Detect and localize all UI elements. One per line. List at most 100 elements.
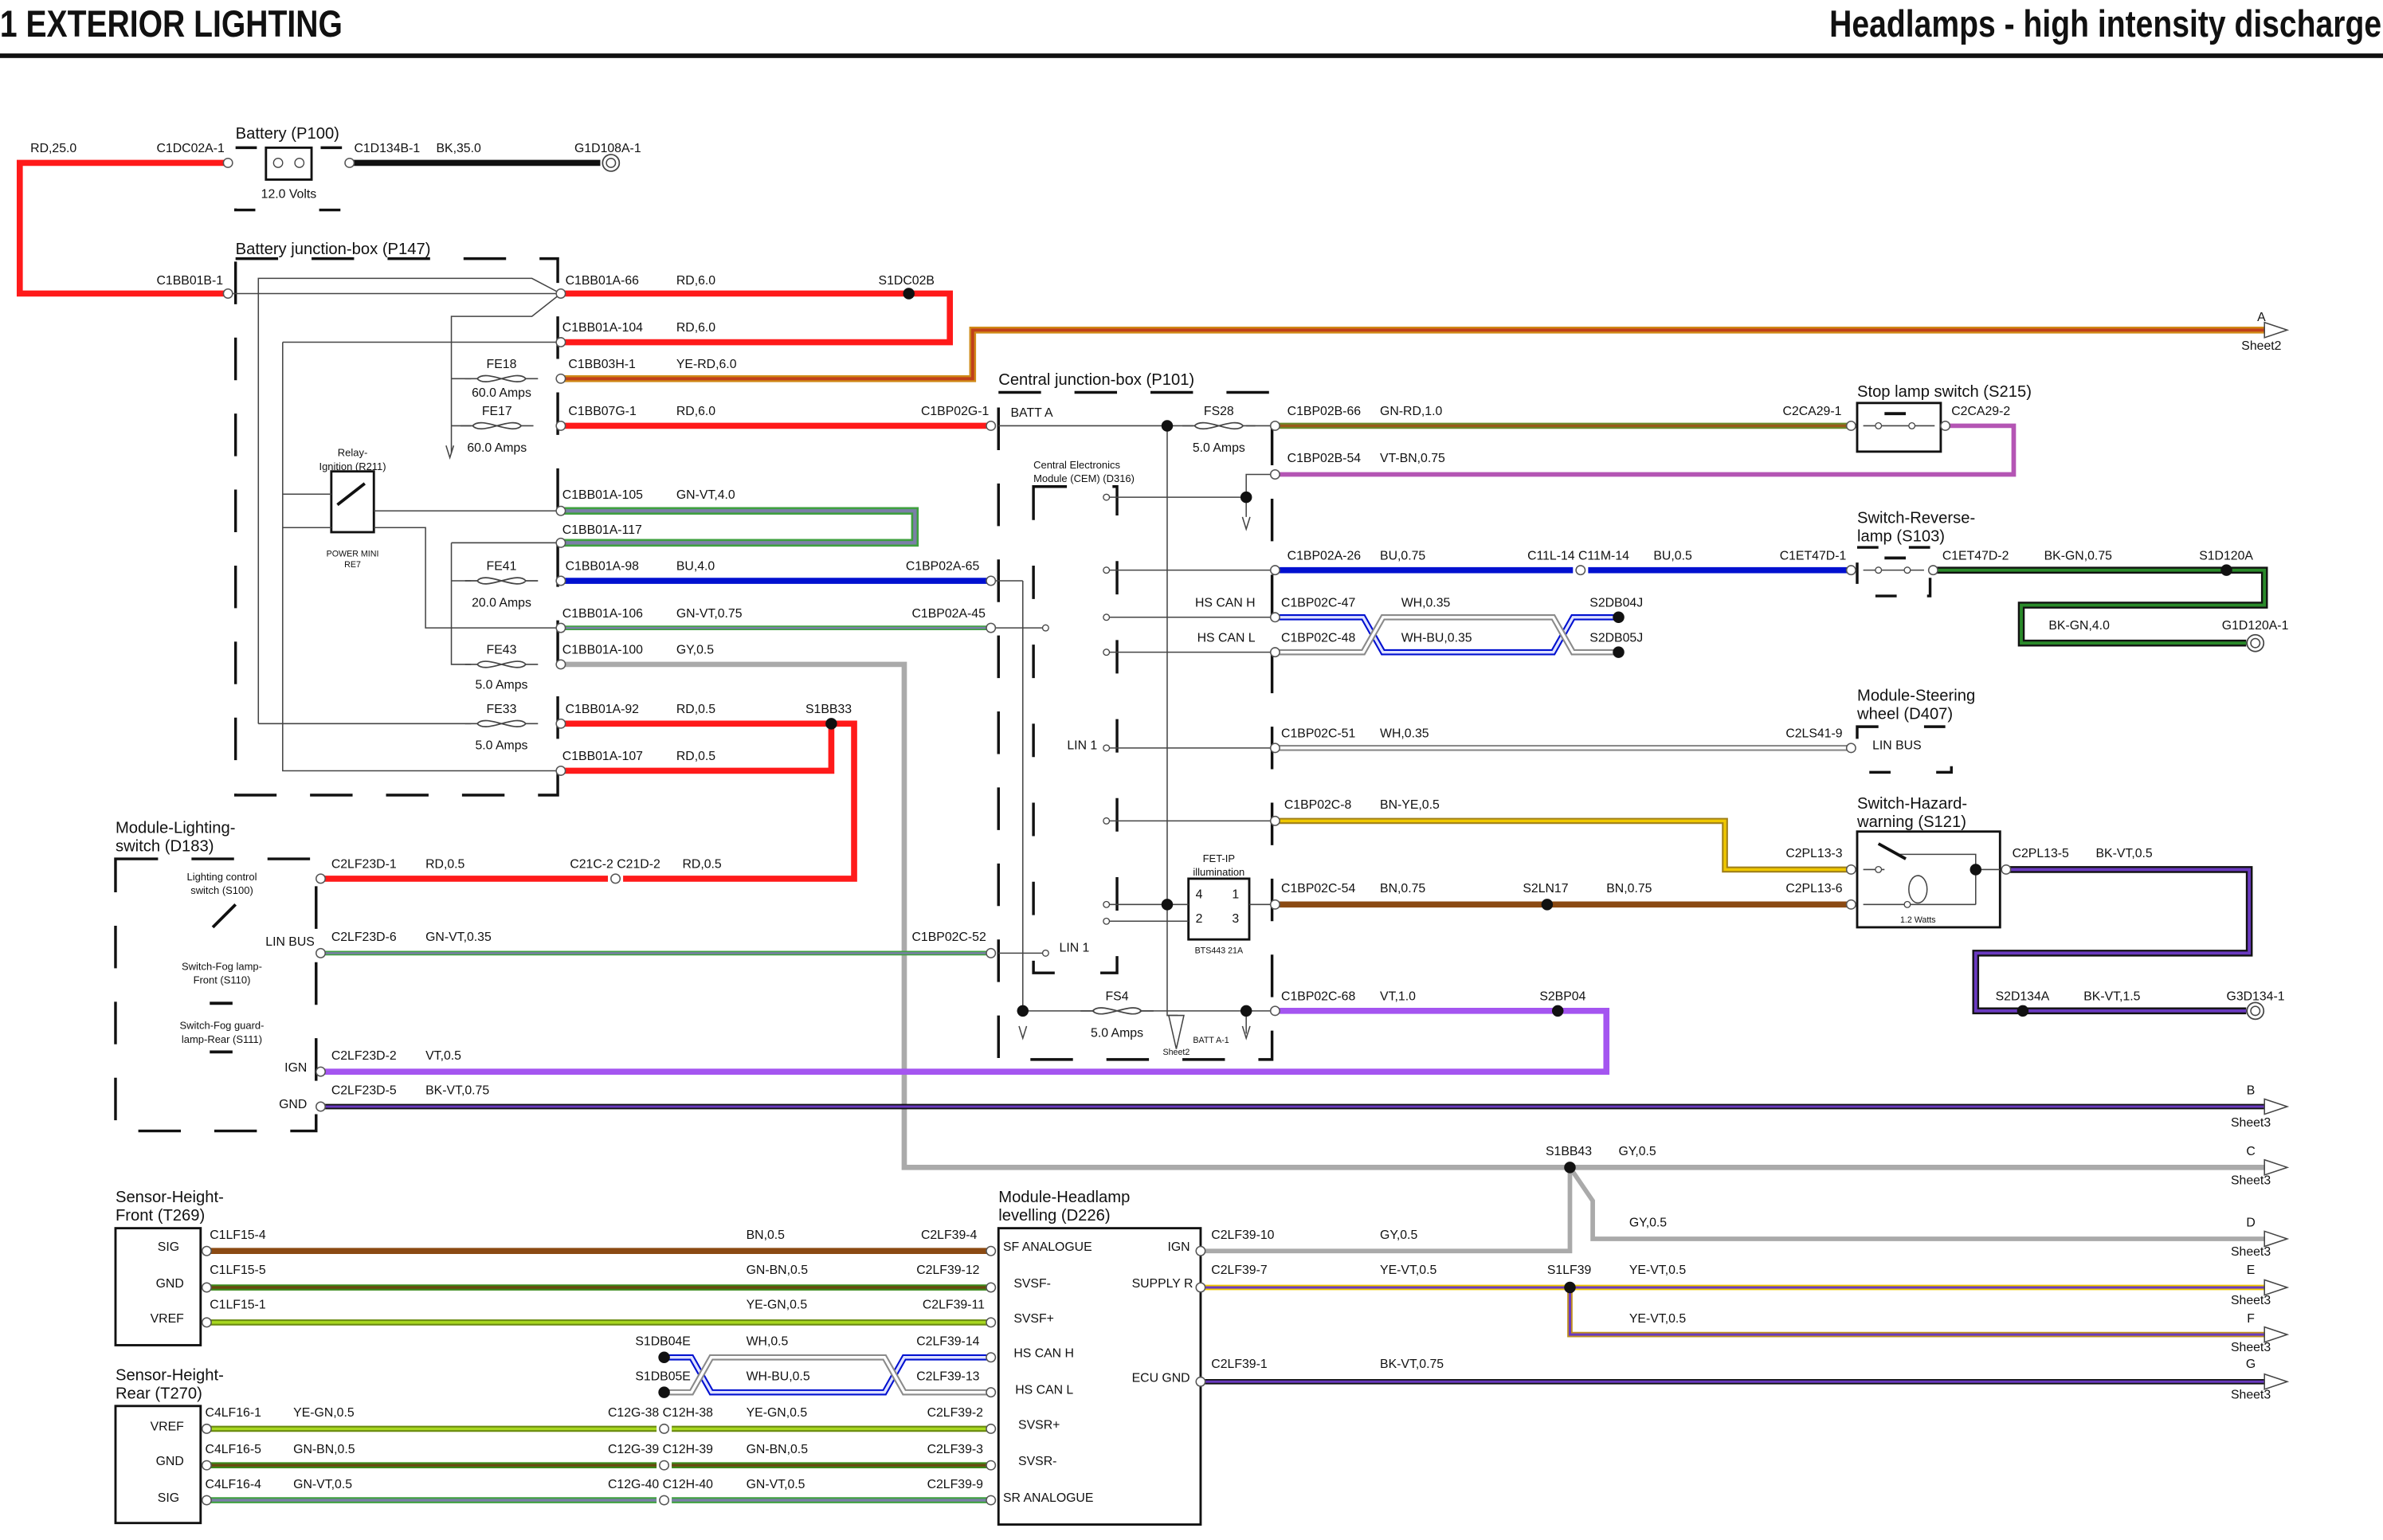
component-label-lcs-1: Lighting control — [187, 871, 257, 883]
wire-rd-25 — [16, 159, 229, 297]
component-label-battery-volts: 12.0 Volts — [261, 187, 317, 201]
down-arrow-icon — [1241, 1025, 1251, 1040]
pin-label-hl-supply-r: SUPPLY R — [1132, 1277, 1193, 1291]
offsheet-arrow-icon[interactable] — [2263, 1373, 2290, 1390]
pin-terminal — [1875, 566, 1883, 574]
offsheet-arrow-icon[interactable] — [2263, 1279, 2290, 1296]
connector-terminal — [986, 1460, 997, 1471]
offsheet-arrow-icon[interactable] — [2263, 1326, 2290, 1343]
offsheet-arrow-icon[interactable] — [2263, 1230, 2290, 1248]
offsheet-label-b[interactable]: B — [2247, 1084, 2256, 1098]
wire-bn-ye-05-core — [1275, 819, 1852, 872]
sensor-height-rear-box — [114, 1405, 202, 1525]
connector-terminal — [201, 1317, 212, 1328]
splice-dot — [658, 1386, 670, 1398]
wire-ye-rd-6 — [560, 326, 2265, 382]
wire-spec-label-w-c68: VT,1.0 — [1380, 989, 1416, 1003]
pin-terminal — [1903, 900, 1911, 908]
connector-label-c4lf16-4: C4LF16-4 — [206, 1478, 262, 1491]
splice-dot — [1564, 1162, 1576, 1174]
wire-vt-bn-075-outer — [1275, 423, 2017, 477]
splice-dot — [1970, 864, 1982, 876]
connector-label-c2pl13-5: C2PL13-5 — [2013, 847, 2069, 860]
connector-terminal — [555, 575, 566, 586]
connector-terminal — [1269, 420, 1280, 431]
connector-label-c2lf39-7: C2LF39-7 — [1211, 1264, 1267, 1277]
connector-label-c1bp02g-1: C1BP02G-1 — [921, 405, 990, 418]
pin-label-fet-4: 4 — [1196, 888, 1203, 902]
splice-dot — [1161, 899, 1174, 911]
component-label-fogr-1: Switch-Fog guard- — [180, 1020, 265, 1032]
offsheet-arrow-icon[interactable] — [2263, 1098, 2290, 1115]
splice-label-s2d134a: S2D134A — [1996, 989, 2050, 1003]
down-arrow-icon — [445, 445, 455, 460]
offsheet-arrow-icon[interactable] — [2263, 1158, 2290, 1176]
connector-terminal — [201, 1495, 212, 1506]
component-label-haz-bulb: 1.2 Watts — [1900, 915, 1936, 925]
internal-line — [450, 543, 472, 665]
offsheet-arrow-icon[interactable] — [2263, 321, 2290, 339]
fuse-icon — [464, 660, 539, 668]
offsheet-label-a[interactable]: A — [2257, 311, 2266, 324]
connector-terminal — [555, 505, 566, 516]
battery-minus-icon — [294, 158, 305, 168]
internal-line — [1106, 473, 1276, 498]
connector-label-c1et47d-1: C1ET47D-1 — [1780, 549, 1847, 562]
wire-spec-label-w-rd25: RD,25.0 — [30, 142, 76, 155]
offsheet-label-d[interactable]: D — [2246, 1217, 2255, 1230]
splice-dot — [1541, 899, 1554, 911]
pin-label-hl-svsr-minus: SVSR- — [1018, 1455, 1056, 1468]
wire-gn-vt-4-core — [560, 509, 917, 545]
component-label-haz-2: warning (S121) — [1856, 813, 1966, 831]
internal-line — [374, 527, 561, 629]
connector-label-c2lf39-14: C2LF39-14 — [916, 1334, 979, 1348]
offsheet-label-a-sheet[interactable]: Sheet2 — [2241, 339, 2281, 353]
offsheet-label-f[interactable]: F — [2247, 1312, 2255, 1326]
wire-rd-05-107-outer — [560, 723, 835, 774]
connector-label-c12g-39: C12G-39 C12H-39 — [608, 1443, 713, 1456]
wire-can-h-cjb-core — [1275, 616, 1619, 654]
connector-label-c1bb01a-100: C1BB01A-100 — [562, 644, 643, 657]
connector-label-c4lf16-5: C4LF16-5 — [206, 1443, 262, 1456]
connector-terminal — [222, 288, 233, 299]
fuse-label-fe17: FE17 — [482, 405, 512, 418]
splice-dot — [1240, 491, 1252, 504]
wire-vt-1-outer — [320, 1008, 1610, 1075]
offsheet-label-e-sheet[interactable]: Sheet3 — [2231, 1294, 2271, 1307]
connector-terminal — [2001, 864, 2012, 875]
switch-contact-icon — [336, 482, 366, 507]
offsheet-label-e[interactable]: E — [2247, 1264, 2256, 1277]
connector-label-c1bb01a-104: C1BB01A-104 — [562, 321, 643, 335]
component-label-rev-2: lamp (S103) — [1857, 527, 1945, 545]
component-label-shf-1: Sensor-Height- — [116, 1189, 224, 1206]
offsheet-label-b-sheet[interactable]: Sheet3 — [2231, 1116, 2271, 1130]
offsheet-label-f-sheet[interactable]: Sheet3 — [2231, 1341, 2271, 1354]
splice-label-s1db05e: S1DB05E — [635, 1370, 691, 1383]
offsheet-label-c-sheet[interactable]: Sheet3 — [2231, 1174, 2271, 1187]
connector-label-g3d134-1: G3D134-1 — [2227, 989, 2285, 1003]
pin-terminal — [1103, 744, 1111, 752]
connector-label-c1lf15-4: C1LF15-4 — [210, 1228, 266, 1242]
connector-label-c2lf39-1: C2LF39-1 — [1211, 1358, 1268, 1371]
symbols — [201, 154, 2290, 1506]
connector-terminal — [610, 873, 621, 884]
offsheet-label-c[interactable]: C — [2246, 1145, 2255, 1158]
connector-terminal — [986, 1495, 997, 1506]
component-label-bjb: Battery junction-box (P147) — [236, 241, 431, 258]
offsheet-label-d-sheet[interactable]: Sheet3 — [2231, 1245, 2271, 1259]
pin-label-shf-sig: SIG — [158, 1240, 179, 1254]
wire-spec-label-w-hl10: GY,0.5 — [1380, 1228, 1417, 1242]
wire-spec-label-w-bkvt05: BK-VT,0.5 — [2095, 847, 2152, 860]
fuse-label-fe43-a: 5.0 Amps — [475, 678, 527, 692]
pin-terminal — [1103, 817, 1111, 825]
pin-label-hl-hs-can-l: HS CAN L — [1015, 1384, 1073, 1397]
connector-terminal — [659, 1423, 670, 1434]
switch-contact-icon — [211, 903, 237, 929]
connector-label-c2ca29-2: C2CA29-2 — [1951, 405, 2010, 418]
offsheet-label-g[interactable]: G — [2246, 1358, 2256, 1371]
pin-terminal — [1875, 865, 1883, 873]
offsheet-label-g-sheet[interactable]: Sheet3 — [2231, 1388, 2271, 1401]
connector-label-c2lf39-2: C2LF39-2 — [927, 1406, 983, 1420]
wire-spec-label-w-ls1: RD,0.5 — [425, 858, 464, 872]
